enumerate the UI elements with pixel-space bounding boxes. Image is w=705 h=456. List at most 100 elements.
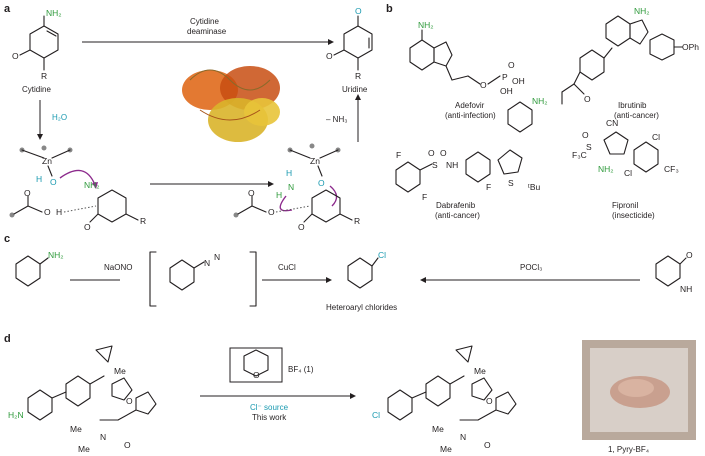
photo-caption: 1, Pyry-BF₄ bbox=[608, 445, 649, 454]
sm-o2: O bbox=[124, 440, 131, 450]
uridine-label: Uridine bbox=[342, 85, 368, 94]
water-label: H₂O bbox=[52, 113, 67, 122]
adefovir-nh2: NH₂ bbox=[418, 20, 434, 30]
pyrimidinone-nh: NH bbox=[680, 284, 692, 294]
adefovir-p: P bbox=[502, 72, 508, 82]
product-cl: Cl bbox=[372, 410, 380, 420]
diazonium-n2: N bbox=[214, 252, 220, 262]
product-o: O bbox=[486, 396, 493, 406]
fipronil-f3c: F₃C bbox=[572, 150, 587, 160]
sm-me: Me bbox=[114, 366, 126, 376]
product-o2: O bbox=[484, 440, 491, 450]
adefovir-oh2: OH bbox=[500, 86, 513, 96]
uridine-o-teal: O bbox=[355, 6, 362, 16]
fipronil-cl1: Cl bbox=[652, 132, 660, 142]
cytidine-r: R bbox=[41, 71, 47, 81]
panel-label-a: a bbox=[4, 3, 11, 15]
dabrafenib-tbu: ᵗBu bbox=[528, 182, 541, 192]
enzyme-label-line1: Cytidine bbox=[190, 17, 219, 26]
oxide-left: O bbox=[50, 177, 57, 187]
product-me2: Me bbox=[432, 424, 444, 434]
sm-h2n: H₂N bbox=[8, 410, 24, 420]
substrate-o-left: O bbox=[84, 222, 91, 232]
panel-label-c: c bbox=[4, 233, 10, 245]
fipronil-s: S bbox=[586, 142, 592, 152]
heteroaryl-chlorides-label: Heteroaryl chlorides bbox=[326, 303, 397, 312]
enzyme-label-line2: deaminase bbox=[187, 27, 227, 36]
chloride-source-label: Cl⁻ source bbox=[250, 403, 289, 412]
pyrylium-anion-label: BF₄ (1) bbox=[288, 365, 314, 374]
zn-right: Zn bbox=[310, 156, 320, 166]
product-me: Me bbox=[474, 366, 486, 376]
adefovir-o-top: O bbox=[508, 60, 515, 70]
diazonium-n1: N bbox=[204, 258, 210, 268]
carboxyl-h-left: H bbox=[56, 207, 62, 217]
ibrutinib-oph: OPh bbox=[682, 42, 699, 52]
reagent-pocl3: POCl₃ bbox=[520, 263, 542, 272]
aminopyrimidine-structure: NH₂ bbox=[15, 250, 64, 287]
enzyme-protein-image bbox=[182, 66, 280, 142]
aminopyrimidine-nh2: NH₂ bbox=[48, 250, 64, 260]
zinc-hydroxide-intermediate: Zn O H O O H NH₂ O R bbox=[9, 145, 146, 232]
adefovir-oh1: OH bbox=[512, 76, 525, 86]
uridine-r: R bbox=[355, 71, 361, 81]
substrate-nh2-left: NH₂ bbox=[84, 180, 100, 190]
drug-name-2: Dabrafenib bbox=[436, 201, 476, 210]
reagent-naono: NaONO bbox=[104, 263, 132, 272]
chloropyrimidine-structure: Cl bbox=[347, 250, 386, 289]
carboxyl-o2-left: O bbox=[44, 207, 51, 217]
drug-use-1: (anti-cancer) bbox=[614, 111, 659, 120]
dabrafenib-nh: NH bbox=[446, 160, 458, 170]
drug-use-3: (insecticide) bbox=[612, 211, 655, 220]
fipronil-cl2: Cl bbox=[624, 168, 632, 178]
this-work-label: This work bbox=[252, 413, 287, 422]
h-left: H bbox=[36, 174, 42, 184]
adefovir-structure: NH₂ O P O OH OH bbox=[409, 20, 525, 96]
substrate-r-right: R bbox=[354, 216, 360, 226]
fipronil-structure: CN S F₃C O NH₂ Cl Cl CF₃ bbox=[572, 118, 679, 178]
chloropyrimidine-cl: Cl bbox=[378, 250, 386, 260]
dabrafenib-o1: O bbox=[428, 148, 435, 158]
ammonia-label: – NH₃ bbox=[326, 115, 347, 124]
cytidine-nh2: NH₂ bbox=[46, 8, 62, 18]
uridine-structure: O O R bbox=[326, 6, 373, 81]
dabrafenib-s: S bbox=[432, 160, 438, 170]
dabrafenib-o2: O bbox=[440, 148, 447, 158]
sm-me2: Me bbox=[70, 424, 82, 434]
sm-o: O bbox=[126, 396, 133, 406]
dabrafenib-structure: F F S O O NH F S ᵗBu NH₂ bbox=[395, 96, 548, 202]
fipronil-cn: CN bbox=[606, 118, 618, 128]
dabrafenib-s2: S bbox=[508, 178, 514, 188]
ibrutinib-o: O bbox=[584, 94, 591, 104]
ibrutinib-structure: NH₂ OPh O bbox=[561, 6, 699, 105]
product-me3: Me bbox=[440, 444, 452, 454]
cytidine-o: O bbox=[12, 51, 19, 61]
fipronil-o: O bbox=[582, 130, 589, 140]
dabrafenib-f2: F bbox=[422, 192, 427, 202]
cytidine-structure: NH₂ O R bbox=[12, 8, 62, 81]
reagent-cucl: CuCl bbox=[278, 263, 296, 272]
pyrimidinone-o: O bbox=[686, 250, 693, 260]
pyrylium-o: O bbox=[253, 370, 260, 380]
h-right: H bbox=[276, 190, 282, 200]
substrate-o-right: O bbox=[298, 222, 305, 232]
starting-material-structure: H₂N Me O N Me Me O bbox=[8, 345, 157, 454]
sm-me3: Me bbox=[78, 444, 90, 454]
pyrylium-reagent: O BF₄ (1) bbox=[229, 347, 314, 383]
drug-name-0: Adefovir bbox=[455, 101, 485, 110]
dabrafenib-f1: F bbox=[396, 150, 401, 160]
product-structure: Cl Me O N Me Me O bbox=[372, 345, 517, 454]
pyry-bf4-photo bbox=[582, 340, 696, 440]
drug-use-0: (anti-infection) bbox=[445, 111, 496, 120]
adefovir-o: O bbox=[480, 80, 487, 90]
pyrimidinone-structure: O NH bbox=[655, 250, 693, 294]
carboxyl-o-left: O bbox=[24, 188, 31, 198]
product-n: N bbox=[460, 432, 466, 442]
fipronil-cf3: CF₃ bbox=[664, 164, 679, 174]
cytidine-label: Cytidine bbox=[22, 85, 51, 94]
carboxyl-o2-right: O bbox=[268, 207, 275, 217]
dabrafenib-nh2: NH₂ bbox=[532, 96, 548, 106]
nh-right: N bbox=[288, 182, 294, 192]
panel-label-d: d bbox=[4, 333, 11, 345]
